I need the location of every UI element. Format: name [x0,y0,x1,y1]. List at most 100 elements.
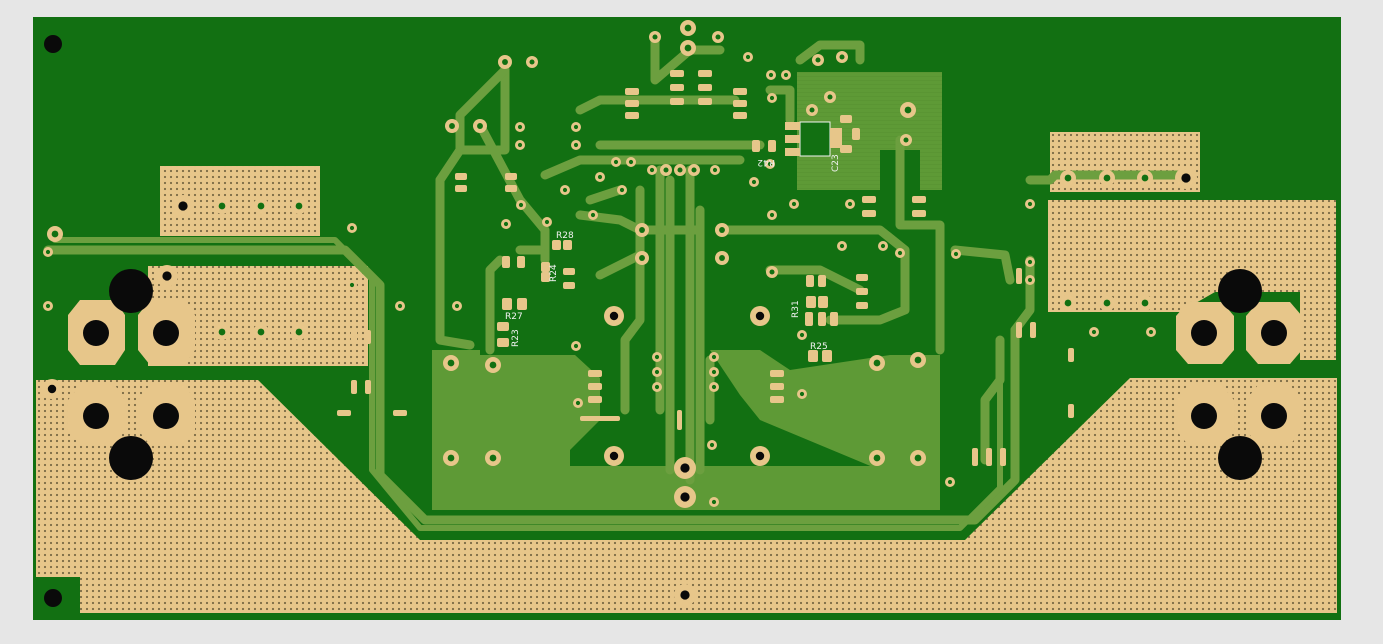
smd-pad [806,296,816,308]
pad-hole [573,124,579,130]
pad-hole [1064,299,1072,307]
smd-pad [1016,322,1022,338]
smd-pad [1000,448,1006,466]
pad-hole [503,221,509,227]
silk-r25: R25 [810,342,828,352]
pad-hole [517,142,523,148]
pad-hole [447,359,455,367]
right-top-pour [1050,132,1200,192]
pad-hole [454,303,460,309]
pad-hole [573,343,579,349]
smd-pad [1068,348,1074,362]
smd-pad [625,112,639,119]
pad-hole [799,332,805,338]
smd-pad [563,268,575,275]
pad-hole [529,59,535,65]
smd-pad [552,240,561,250]
pad-hole [639,255,645,261]
pad-hole [1027,277,1033,283]
pad-hole [649,167,655,173]
smd-pad [818,296,828,308]
pad-hole [873,359,881,367]
smd-pad [768,140,776,152]
smd-pad [541,262,550,272]
pad-hole [517,124,523,130]
smd-pad [698,84,712,91]
pad-hole [1141,299,1149,307]
pad-hole [218,328,226,336]
smd-pad [856,288,868,295]
pad-hole [768,72,774,78]
pad-hole [447,454,455,462]
through-hole-pads [42,20,1197,606]
pad-hole [719,227,725,233]
bottom-ground-pour [36,378,1337,613]
pad-hole [489,454,497,462]
pad-hole [295,328,303,336]
pad-hole [684,44,692,52]
pad-hole [751,179,757,185]
silk-r31: R31 [791,300,801,318]
right-mid-pour [1048,200,1336,360]
smd-pad [912,196,926,203]
pad-hole [953,251,959,257]
pad-hole [873,454,881,462]
smd-pad [972,448,978,466]
pad-hole [791,201,797,207]
pad-hole [518,202,524,208]
smd-pad [497,322,509,331]
smd-pad [563,282,575,289]
silk-r42: R42 [757,157,775,167]
smd-pad [862,210,876,217]
pad-hole [680,590,690,600]
pad-hole [839,243,845,249]
pad-hole [663,167,669,173]
traces [43,35,1185,531]
smd-pad [856,274,868,281]
pad-hole [639,227,645,233]
smd-pad [670,70,684,77]
pad-hole [349,225,355,231]
pad-hole [597,174,603,180]
mounting-hole-bottom-left [44,589,62,607]
pad-hole [397,303,403,309]
silk-r23: R23 [511,329,521,347]
center-right-pour [710,350,940,470]
pad-hole [1103,299,1111,307]
pad-hole [904,106,912,114]
smd-pad [505,173,517,180]
pad-hole [947,479,953,485]
silk-r28: R28 [556,231,574,241]
pad-hole [544,219,550,225]
pad-hole [755,311,765,321]
pad-hole [628,159,634,165]
pad-hole [349,282,355,288]
smd-pad [805,312,813,326]
smd-pad [752,140,760,152]
smd-pad [517,298,527,310]
smd-pad [818,275,826,287]
pad-hole [1064,174,1072,182]
pad-hole [257,328,265,336]
smd-pad [670,84,684,91]
pad-hole [711,384,717,390]
pad-hole [712,167,718,173]
smd-pad [677,410,682,430]
smd-pad [1068,404,1074,418]
pad-hole [769,95,775,101]
pad-hole [1103,174,1111,182]
pad-hole [1148,329,1154,335]
smd-pad [852,128,860,140]
pad-hole [1091,329,1097,335]
pad-hole [502,59,508,65]
pad-hole [1027,201,1033,207]
smd-pad [502,256,510,268]
pad-hole [613,159,619,165]
pad-hole [677,167,683,173]
left-terminal-block [68,269,195,480]
pad-hole [799,391,805,397]
smd-pad [830,312,838,326]
smd-pad [856,302,868,309]
pad-hole [573,142,579,148]
